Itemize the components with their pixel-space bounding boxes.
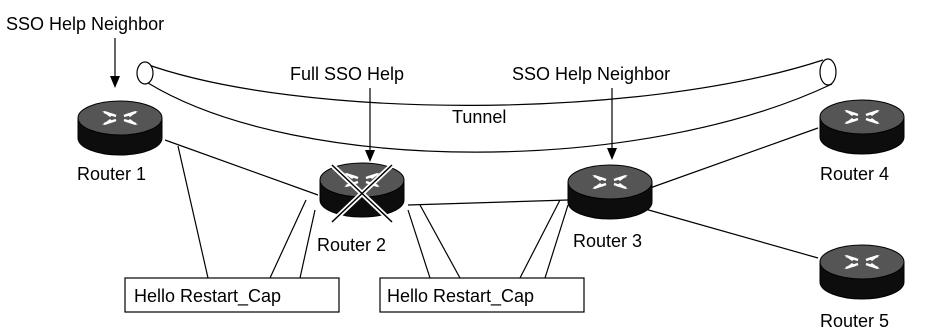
router-label-1: Router 1 [77,164,146,184]
router-icon-2 [318,161,406,219]
router-links [164,127,819,259]
label-tunnel: Tunnel [452,107,506,127]
hello-callout-lines [177,145,569,279]
router-icon-5 [818,243,906,301]
arrow-down-icon [110,38,120,88]
router-icon-4 [818,98,906,156]
label-full-sso-help: Full SSO Help [290,64,404,84]
tunnel-pipe [136,58,837,153]
router-icon-1 [76,99,164,157]
hello-restart-cap-right: Hello Restart_Cap [387,286,534,307]
label-sso-help-neighbor-left: SSO Help Neighbor [6,14,164,34]
router-label-5: Router 5 [820,311,889,331]
hello-box-left [124,277,340,313]
arrow-down-icon [365,88,375,162]
cross-icon [330,163,394,224]
router-icon-3 [566,163,654,221]
router-label-4: Router 4 [820,164,889,184]
router-label-2: Router 2 [317,235,386,255]
arrow-down-icon [607,88,617,160]
router-label-3: Router 3 [573,231,642,251]
hello-box-right [379,277,585,313]
label-sso-help-neighbor-right: SSO Help Neighbor [512,64,670,84]
hello-restart-cap-left: Hello Restart_Cap [134,286,281,307]
